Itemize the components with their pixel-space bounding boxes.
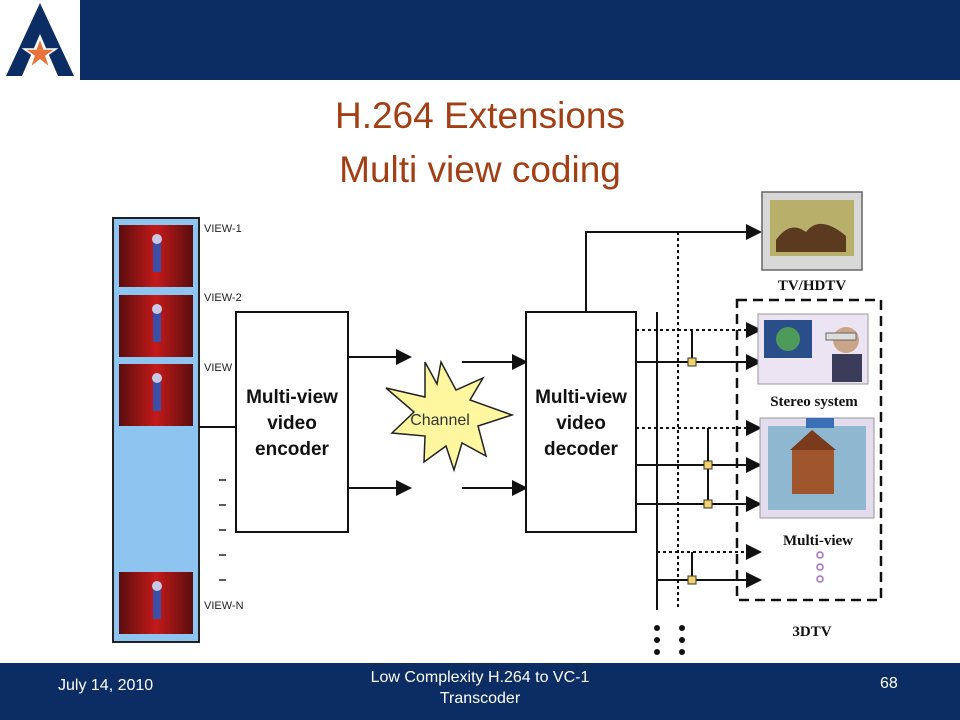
decoder-label-line1: Multi-view (535, 387, 627, 408)
channel-burst (385, 359, 515, 473)
multiview-dots (816, 551, 824, 583)
stereo-label: Stereo system (770, 394, 858, 410)
decoder-label-line2: video (556, 413, 606, 434)
tv-label: TV/HDTV (778, 278, 847, 294)
encoder-label-line1: Multi-view (246, 387, 338, 408)
footer-title: Low Complexity H.264 to VC-1 Transcoder (370, 669, 590, 707)
view-label-2: VIEW-2 (204, 292, 242, 304)
multiview-display-image (759, 417, 875, 519)
more-outputs-dots (654, 625, 685, 655)
tv-display (761, 191, 863, 271)
page-number: 68 (880, 675, 898, 692)
3dtv-label: 3DTV (792, 624, 831, 640)
decoder-block (525, 311, 637, 533)
encoder-block (235, 311, 349, 533)
view-frame-1 (119, 225, 193, 287)
view-label-3: VIEW 3 (204, 362, 241, 374)
encoder-label-line2: video (267, 413, 317, 434)
top-banner (0, 0, 960, 80)
footer-date: July 14, 2010 (58, 677, 154, 694)
encoder-output-arrows (348, 349, 412, 496)
multiview-coding-diagram: VIEW-1 VIEW-2 VIEW 3 VIEW-N Multi-view v… (112, 191, 883, 655)
view-frame-3 (119, 364, 193, 426)
view-ellipsis-dashes (219, 479, 226, 581)
slide-subtitle: Multi view coding (339, 149, 621, 190)
channel-label: Channel (410, 412, 470, 429)
view-frame-2 (119, 295, 193, 357)
view-label-n: VIEW-N (204, 600, 244, 612)
decoder-input-arrows (462, 354, 528, 496)
footer-bar: July 14, 2010 Low Complexity H.264 to VC… (0, 663, 960, 720)
multiview-label: Multi-view (783, 533, 853, 549)
stereo-system-image (757, 313, 869, 385)
3dtv-group-box (735, 298, 883, 602)
view-frame-n (119, 572, 193, 634)
view-label-1: VIEW-1 (204, 223, 242, 235)
slide-title: H.264 Extensions (334, 95, 625, 136)
output-routing (585, 224, 762, 610)
university-logo (0, 0, 80, 80)
encoder-label-line3: encoder (255, 439, 330, 460)
decoder-label-line3: decoder (544, 439, 619, 460)
switch-markers (687, 357, 713, 585)
view-strip (112, 217, 200, 643)
